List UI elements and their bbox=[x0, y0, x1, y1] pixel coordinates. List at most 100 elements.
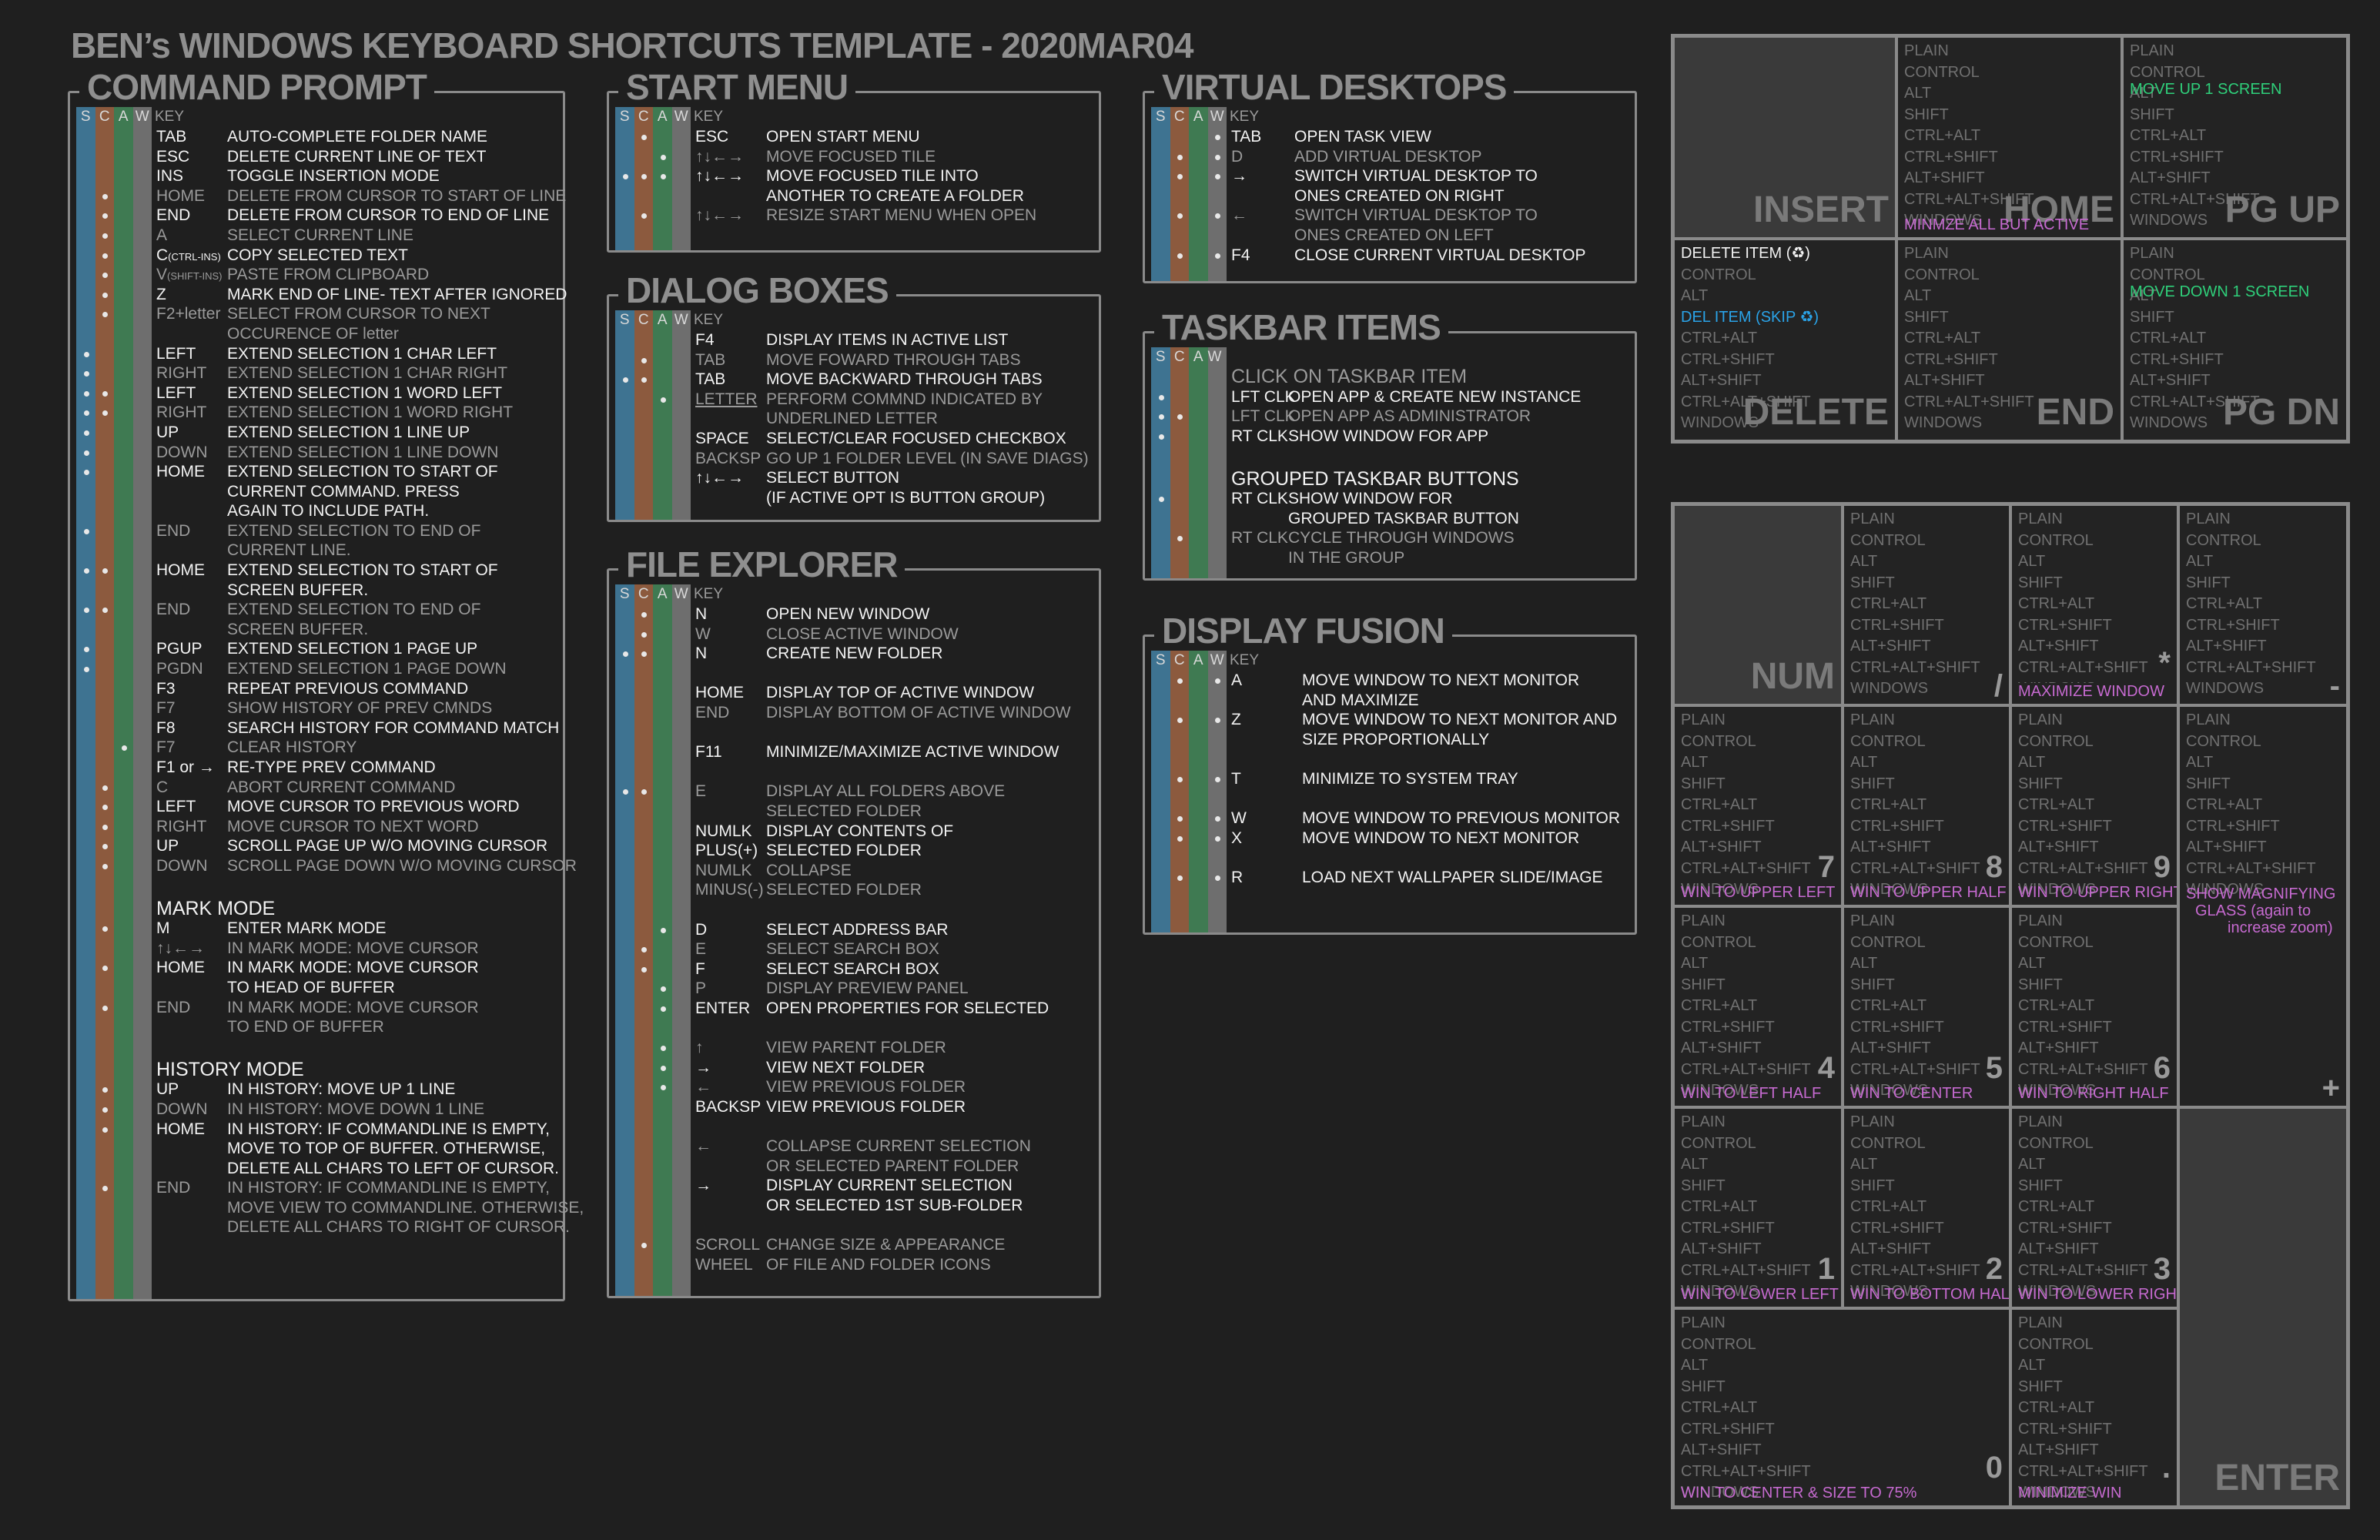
shortcut-key: ↑↓←→ bbox=[695, 147, 744, 166]
modifier-dots bbox=[1151, 246, 1227, 266]
modifier-dot bbox=[641, 631, 647, 638]
panel-title: COMMAND PROMPT bbox=[79, 65, 434, 109]
shortcut-description: DELETE ALL CHARS TO RIGHT OF CURSOR. bbox=[227, 1218, 570, 1237]
shortcut-key: ↑ bbox=[695, 1039, 704, 1057]
shortcut-key: CLICK ON TASKBAR ITEM bbox=[1231, 366, 1468, 387]
modifier-dots bbox=[615, 1058, 691, 1078]
shortcut-description: EXTEND SELECTION 1 LINE UP bbox=[227, 423, 470, 441]
shortcut-description: SELECT ADDRESS BAR bbox=[766, 920, 949, 939]
modifier-dots bbox=[76, 403, 152, 423]
shortcut-key: LFT CLK bbox=[1231, 407, 1296, 426]
modifier-dot bbox=[102, 608, 108, 614]
home-action: MINMZE ALL BUT ACTIVE bbox=[1904, 216, 2090, 233]
shortcut-row: OR SELECTED 1ST SUB-FOLDER bbox=[615, 1196, 1093, 1216]
modifier-dot bbox=[1215, 154, 1220, 160]
shortcut-description: SIZE PROPORTIONALLY bbox=[1302, 730, 1490, 748]
modifier-dots bbox=[76, 998, 152, 1018]
modifier-dot bbox=[1215, 135, 1220, 140]
modifier-dot bbox=[661, 986, 666, 993]
shortcut-description: CURRENT LINE. bbox=[227, 541, 351, 560]
modifier-dot bbox=[641, 213, 647, 219]
modifier-dots bbox=[615, 1255, 691, 1275]
shortcut-key: F bbox=[695, 959, 705, 978]
shortcut-description: DISPLAY CONTENTS OF bbox=[766, 822, 954, 840]
num9-action: WIN TO UPPER RIGHT bbox=[2018, 884, 2178, 901]
modifier-dots bbox=[615, 468, 691, 488]
shortcut-row: F1 or →RE-TYPE PREV COMMAND bbox=[76, 758, 557, 778]
modifier-dot bbox=[641, 789, 647, 795]
modifier-list: PLAIN CONTROL ALT SHIFT CTRL+ALT CTRL+SH… bbox=[2186, 711, 2316, 898]
shortcut-row: Z MOVE WINDOW TO NEXT MONITOR AND bbox=[1151, 710, 1629, 730]
modifier-dots bbox=[615, 920, 691, 940]
modifier-dots bbox=[76, 226, 152, 246]
shortcut-description: IN MARK MODE: MOVE CURSOR bbox=[227, 939, 479, 957]
shortcut-key: Z bbox=[156, 285, 166, 303]
modifier-dot bbox=[1177, 154, 1183, 160]
shortcut-row: DELETE ALL CHARS TO LEFT OF CURSOR. bbox=[76, 1159, 559, 1179]
key-num-plus: PLAIN CONTROL ALT SHIFT CTRL+ALT CTRL+SH… bbox=[2178, 705, 2348, 1107]
shortcut-key: LETTER bbox=[695, 390, 758, 408]
shortcut-key: F7 bbox=[156, 738, 176, 757]
modifier-dots bbox=[76, 1217, 152, 1237]
shortcut-key: → bbox=[695, 1058, 711, 1076]
modifier-dots bbox=[615, 1116, 691, 1137]
modifier-dots bbox=[615, 822, 691, 842]
panel-title: DISPLAY FUSION bbox=[1154, 609, 1452, 652]
shortcut-row: →DISPLAY CURRENT SELECTION bbox=[615, 1176, 1093, 1196]
shortcut-description: DELETE CURRENT LINE OF TEXT bbox=[227, 147, 487, 166]
modifier-dots bbox=[615, 409, 691, 429]
modifier-dots bbox=[615, 186, 691, 206]
shortcut-row bbox=[76, 1037, 557, 1057]
panel-title: VIRTUAL DESKTOPS bbox=[1154, 65, 1515, 109]
modifier-dots bbox=[615, 1077, 691, 1097]
modifier-dot bbox=[1215, 718, 1220, 724]
modifier-dot bbox=[1177, 875, 1183, 881]
shortcut-key: D bbox=[1231, 147, 1244, 166]
modifier-dots bbox=[76, 978, 152, 998]
shortcut-key: F4 bbox=[1231, 246, 1250, 264]
shortcut-description: MARK END OF LINE- TEXT AFTER IGNORED bbox=[227, 285, 567, 303]
modifier-dots bbox=[1151, 528, 1227, 548]
shortcut-description: COLLAPSE bbox=[766, 861, 852, 879]
modifier-dots bbox=[615, 127, 691, 147]
modifier-dots bbox=[76, 206, 152, 226]
shortcut-key: Z bbox=[1231, 711, 1241, 729]
shortcut-row: ↑↓←→SELECT BUTTON bbox=[615, 468, 1093, 488]
modifier-dot bbox=[102, 410, 108, 417]
shortcut-description: EXTEND SELECTION 1 CHAR RIGHT bbox=[227, 364, 508, 383]
modifier-dots bbox=[76, 1159, 152, 1179]
modifier-dots bbox=[1151, 186, 1227, 206]
key-end: PLAIN CONTROL ALT SHIFT CTRL+ALT CTRL+SH… bbox=[1896, 239, 2122, 441]
shortcut-key: DOWN bbox=[156, 1100, 208, 1118]
shortcut-description: MOVE WINDOW TO NEXT MONITOR AND bbox=[1302, 711, 1618, 729]
modifier-dots bbox=[615, 683, 691, 703]
modifier-dots bbox=[615, 1018, 691, 1038]
modifier-dot bbox=[84, 470, 89, 476]
shortcut-description: OR SELECTED 1ST SUB-FOLDER bbox=[766, 1196, 1023, 1214]
modifier-dot bbox=[661, 174, 666, 180]
modifier-dot bbox=[102, 1127, 108, 1133]
shortcut-row bbox=[1151, 789, 1629, 809]
shortcut-description: EXTEND SELECTION 1 CHAR LEFT bbox=[227, 344, 497, 363]
key-num-slash: PLAIN CONTROL ALT SHIFT CTRL+ALT CTRL+SH… bbox=[1843, 504, 2010, 705]
shortcut-description: SELECT FROM CURSOR TO NEXT bbox=[227, 305, 490, 323]
modifier-dots bbox=[615, 429, 691, 449]
shortcut-row bbox=[615, 1018, 1093, 1038]
modifier-dot bbox=[623, 651, 628, 658]
shortcut-description: IN HISTORY: MOVE UP 1 LINE bbox=[227, 1080, 456, 1099]
shortcut-key: BACKSP bbox=[695, 449, 762, 467]
shortcut-description: DISPLAY BOTTOM OF ACTIVE WINDOW bbox=[766, 703, 1071, 721]
shortcut-key: DOWN bbox=[156, 856, 208, 875]
